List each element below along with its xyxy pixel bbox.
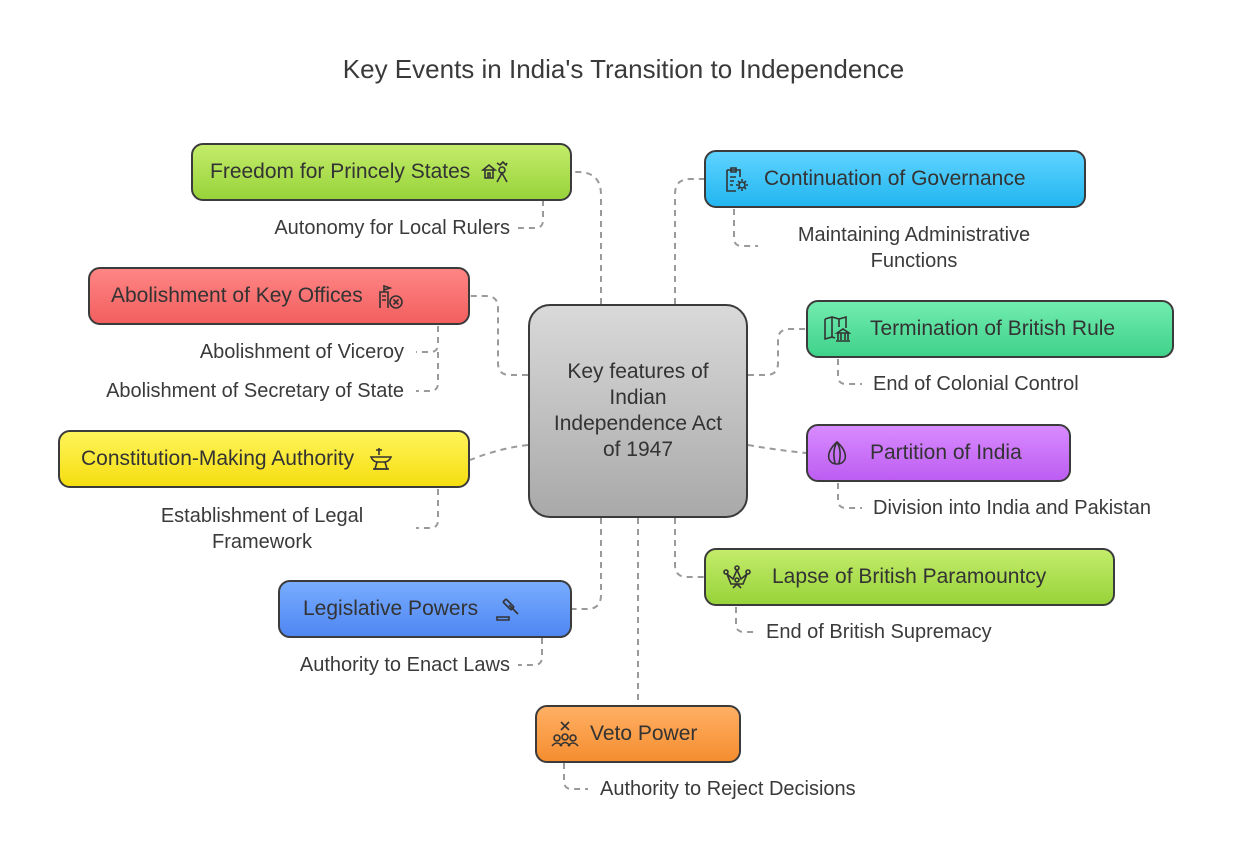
detail-enact-laws: Authority to Enact Laws: [299, 654, 510, 676]
anvil-icon: [366, 444, 396, 474]
detail-legal-framework: Establishment of Legal Framework: [160, 505, 364, 553]
node-princely-states: Freedom for Princely States: [191, 143, 572, 201]
princely-state-icon: [480, 157, 510, 187]
detail-autonomy: Autonomy for Local Rulers: [274, 217, 510, 239]
node-label: Legislative Powers: [303, 597, 479, 620]
office-cancel-icon: [375, 281, 405, 311]
node-label: Freedom for Princely States: [210, 160, 471, 183]
node-veto-power: Veto Power: [535, 705, 741, 763]
node-label: Continuation of Governance: [764, 167, 1026, 190]
detail-administrative: Maintaining Administrative Functions: [797, 224, 1031, 272]
map-building-icon: [822, 314, 852, 344]
detail-viceroy: Abolishment of Viceroy: [199, 341, 404, 363]
node-label: Lapse of British Paramountcy: [772, 565, 1047, 588]
center-node: Key features of Indian Independence Act …: [528, 304, 748, 518]
node-legislative-powers: Legislative Powers: [278, 580, 572, 638]
detail-secretary: Abolishment of Secretary of State: [106, 380, 404, 402]
node-label: Abolishment of Key Offices: [111, 284, 363, 307]
node-label: Partition of India: [870, 441, 1022, 464]
node-partition-india: Partition of India: [806, 424, 1071, 482]
node-continuation-governance: Continuation of Governance: [704, 150, 1086, 208]
node-constitution-authority: Constitution-Making Authority: [58, 430, 470, 488]
node-lapse-paramountcy: Lapse of British Paramountcy: [704, 548, 1115, 606]
detail-reject-decisions: Authority to Reject Decisions: [600, 778, 856, 800]
node-label: Termination of British Rule: [870, 317, 1116, 340]
clipboard-gear-icon: [721, 164, 751, 194]
detail-british-supremacy: End of British Supremacy: [766, 621, 992, 643]
crown-icon: [722, 562, 752, 592]
node-label: Constitution-Making Authority: [81, 447, 355, 470]
node-termination-british-rule: Termination of British Rule: [806, 300, 1174, 358]
detail-india-pakistan: Division into India and Pakistan: [873, 497, 1151, 519]
diagram-title: Key Events in India's Transition to Inde…: [342, 54, 905, 84]
lotus-icon: [822, 438, 852, 468]
veto-group-icon: [550, 719, 580, 749]
detail-colonial-control: End of Colonial Control: [873, 373, 1079, 395]
node-abolishment-offices: Abolishment of Key Offices: [88, 267, 470, 325]
gavel-icon: [492, 594, 522, 624]
node-label: Veto Power: [590, 722, 698, 745]
